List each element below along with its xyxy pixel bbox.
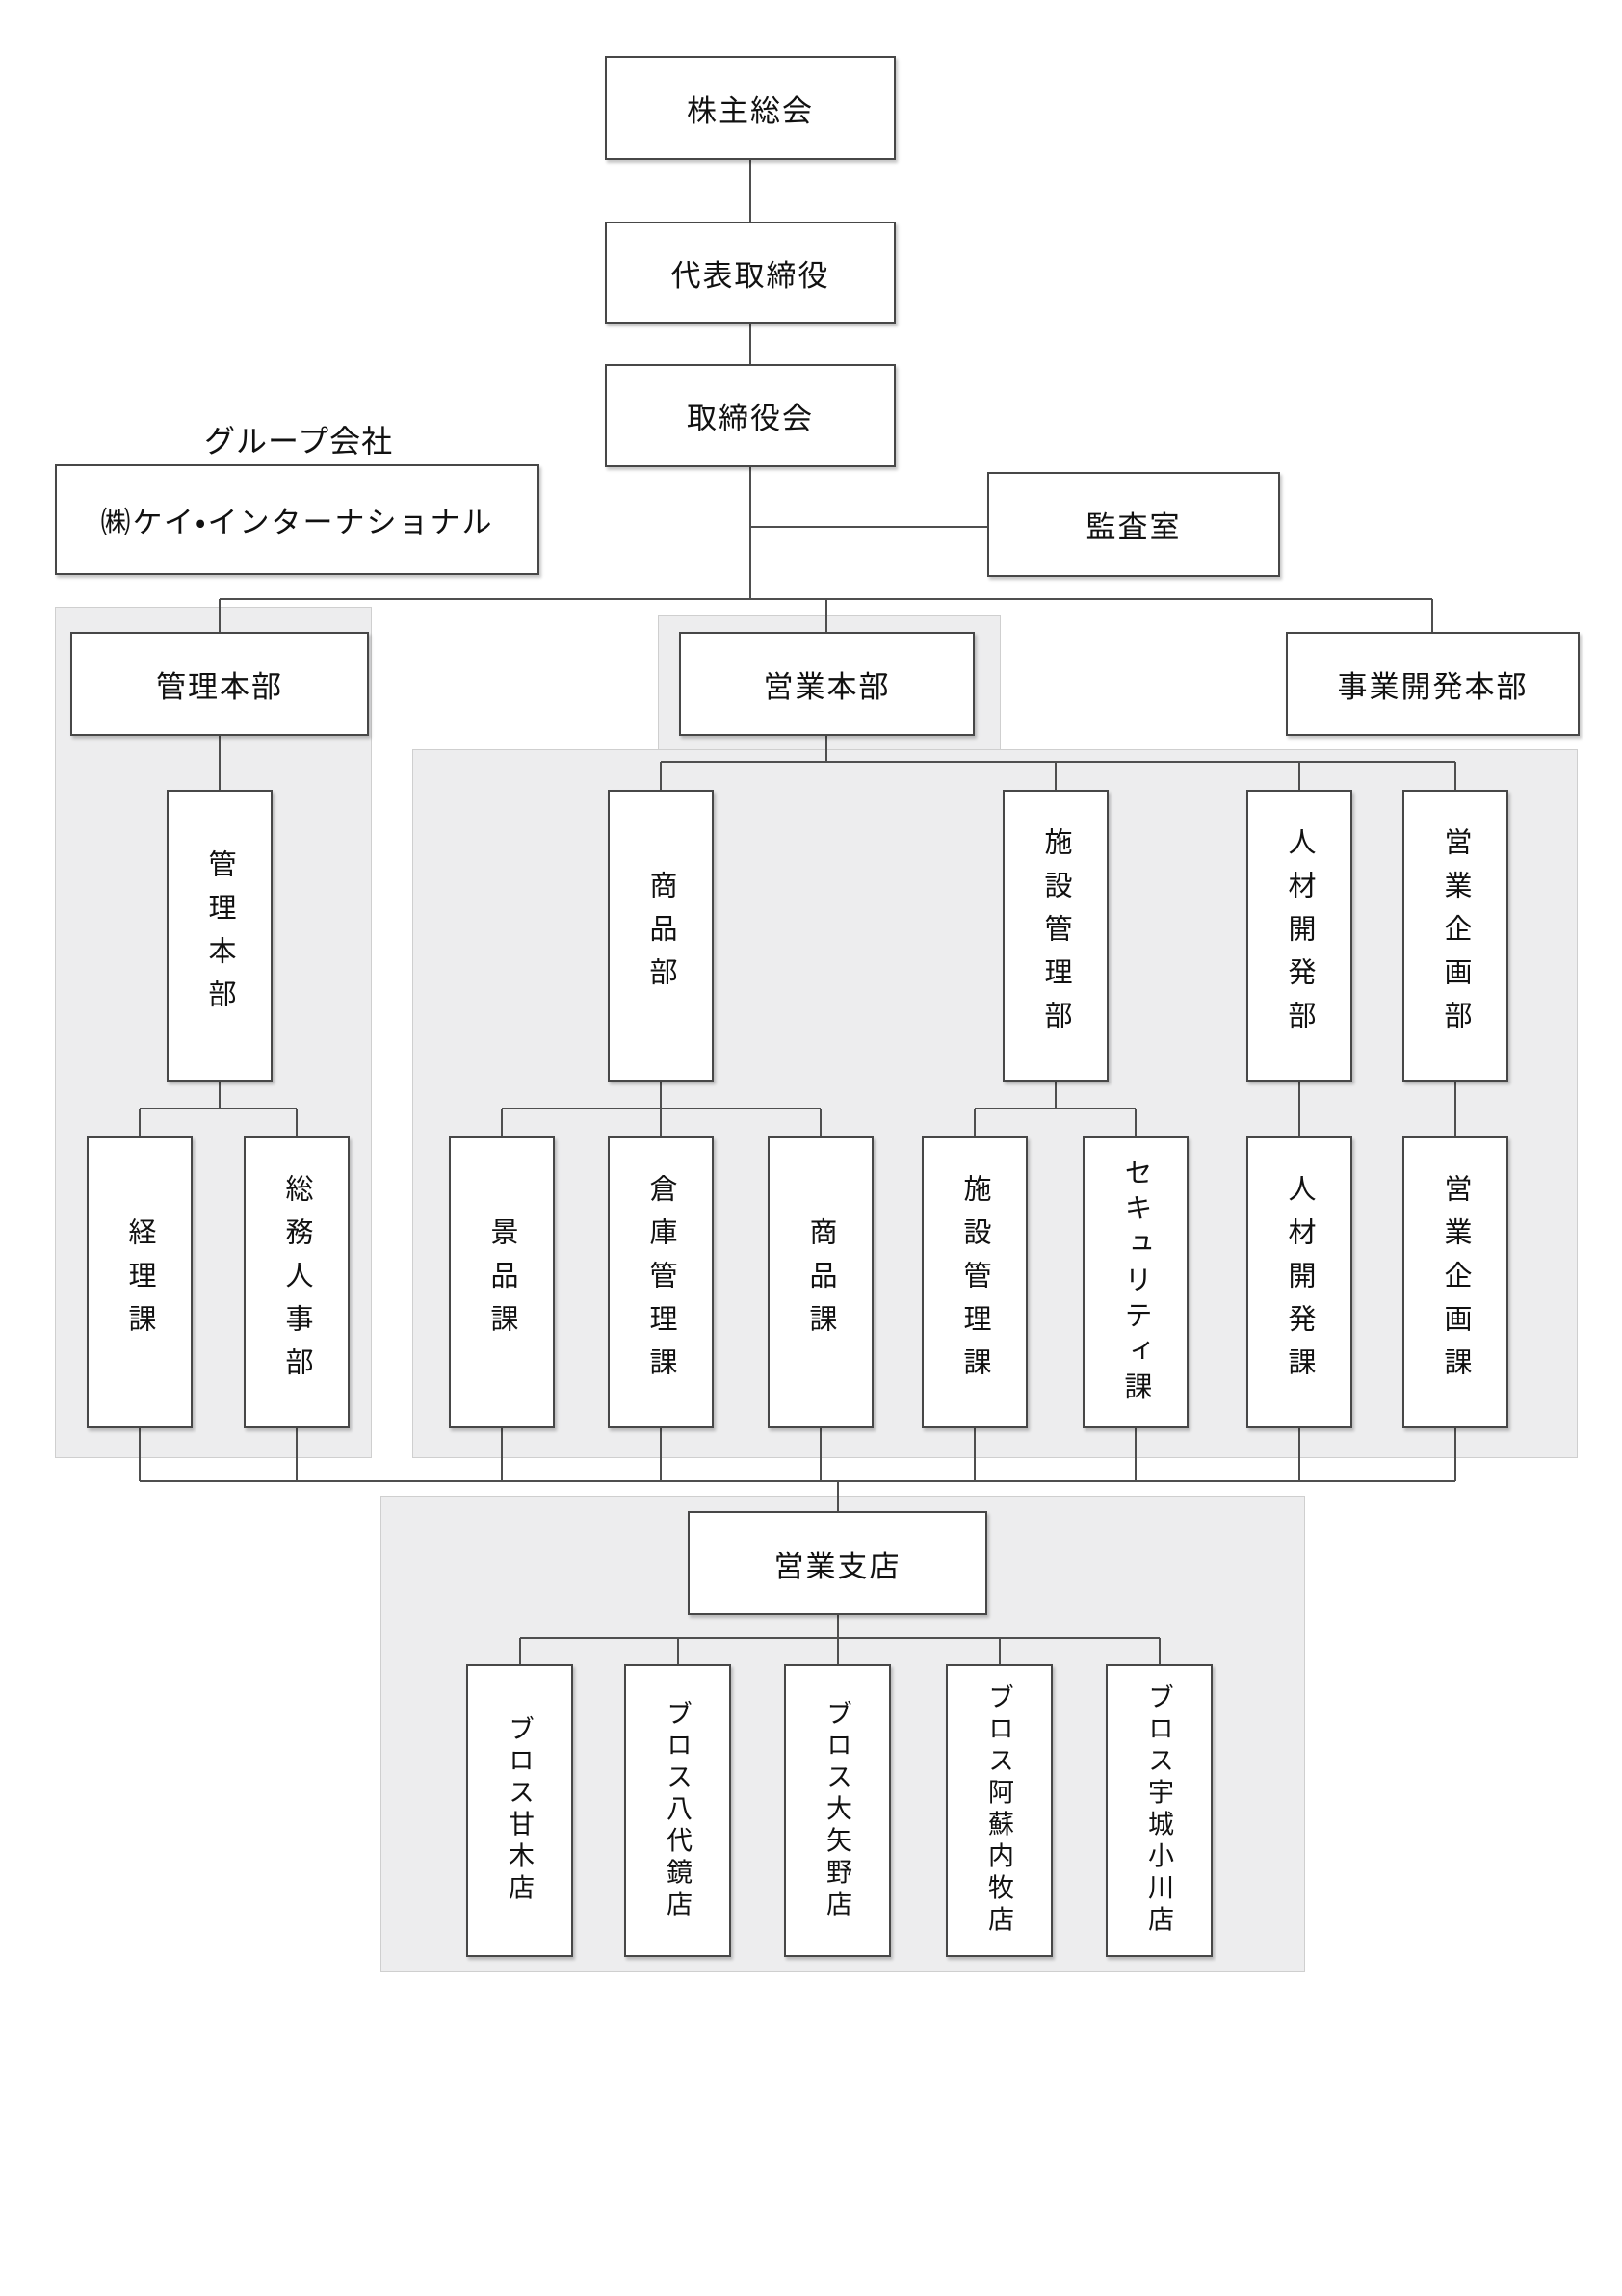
node-facility-mgmt-section: 施設管理課 — [922, 1136, 1028, 1428]
node-store-amagi: ブロス甘木店 — [466, 1664, 573, 1957]
node-shareholders-meeting: 株主総会 — [605, 56, 896, 160]
node-business-dev-hq: 事業開発本部 — [1286, 632, 1580, 736]
node-merchandise-section: 商品課 — [768, 1136, 874, 1428]
node-security-section: セキュリティ課 — [1083, 1136, 1189, 1428]
node-prize-section: 景品課 — [449, 1136, 555, 1428]
group-company-caption: グループ会社 — [204, 424, 394, 458]
node-audit-office: 監査室 — [987, 472, 1280, 577]
node-board-of-directors: 取締役会 — [605, 364, 896, 467]
node-admin-hq: 管理本部 — [70, 632, 369, 736]
node-sales-branch: 営業支店 — [688, 1511, 987, 1615]
node-store-uki-ogawa: ブロス宇城小川店 — [1106, 1664, 1213, 1957]
node-store-aso-uchinomaki: ブロス阿蘇内牧店 — [946, 1664, 1053, 1957]
node-sales-planning-section: 営業企画課 — [1402, 1136, 1508, 1428]
node-accounting-section: 経理課 — [87, 1136, 193, 1428]
node-sales-planning-dept: 営業企画部 — [1402, 790, 1508, 1082]
node-warehouse-mgmt-section: 倉庫管理課 — [608, 1136, 714, 1428]
node-representative-director: 代表取締役 — [605, 222, 896, 324]
node-store-yatsushiro-kagami: ブロス八代鏡店 — [624, 1664, 731, 1957]
node-store-oyano: ブロス大矢野店 — [784, 1664, 891, 1957]
node-facility-mgmt-dept: 施設管理部 — [1003, 790, 1109, 1082]
node-sales-hq: 営業本部 — [679, 632, 975, 736]
node-admin-division: 管理本部 — [167, 790, 273, 1082]
node-hr-dev-section: 人材開発課 — [1246, 1136, 1352, 1428]
node-general-affairs-hr-dept: 総務人事部 — [244, 1136, 350, 1428]
node-merchandise-dept: 商品部 — [608, 790, 714, 1082]
node-hr-dev-dept: 人材開発部 — [1246, 790, 1352, 1082]
node-group-company: ㈱ケイ・インターナショナル — [55, 464, 539, 575]
